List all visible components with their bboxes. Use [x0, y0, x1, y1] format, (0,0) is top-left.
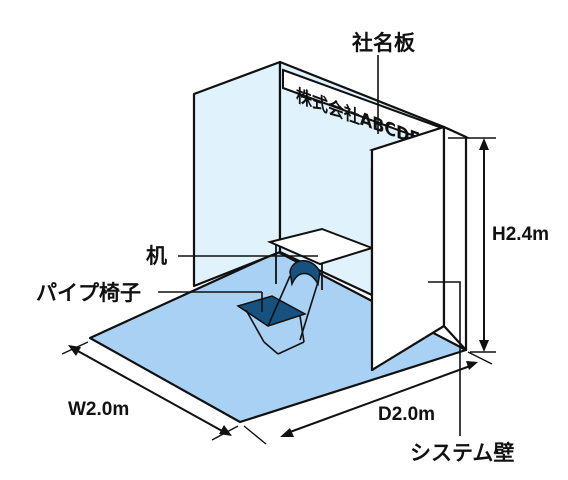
- label-desk: 机: [146, 244, 167, 268]
- arrowhead: [68, 345, 81, 356]
- extension-line: [243, 425, 267, 445]
- arrowhead: [280, 428, 294, 437]
- label-pipe-chair: パイプ椅子: [36, 281, 141, 305]
- width-dimension-line: [75, 349, 225, 433]
- label-height: H2.4m: [492, 224, 549, 245]
- arrowhead: [466, 361, 478, 370]
- label-depth: D2.0m: [378, 404, 435, 425]
- leader-system-wall: [428, 281, 461, 436]
- arrowhead: [219, 425, 232, 436]
- chair-frame: [299, 315, 305, 343]
- arrowhead: [479, 340, 489, 352]
- left-wall: [192, 60, 282, 288]
- system-wall-edge: [442, 125, 468, 352]
- label-width: W2.0m: [68, 399, 129, 420]
- chair-seat: [236, 295, 307, 327]
- chair-frame: [245, 309, 265, 343]
- arrowhead: [479, 138, 489, 150]
- chair-frame: [277, 341, 305, 355]
- chair-frame: [267, 275, 291, 327]
- depth-dimension-line: [289, 365, 471, 433]
- extension-line: [467, 351, 493, 365]
- label-company-sign: 社名板: [351, 31, 416, 55]
- system-wall-front: [370, 125, 446, 372]
- pipe-chair: [236, 260, 321, 355]
- chair-frame: [263, 341, 279, 355]
- label-system-wall: システム壁: [410, 441, 514, 465]
